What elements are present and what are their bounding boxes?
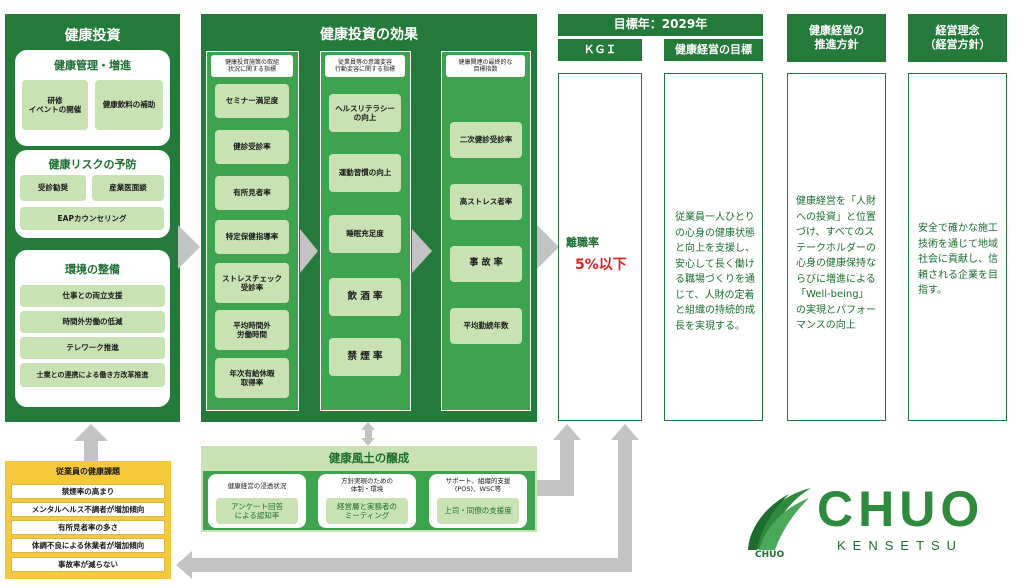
issues-panel: 従業員の健康課題 禁煙率の高まり メンタルヘルス不調者が増加傾向 有所見者率の多… — [5, 461, 171, 579]
risk-card: 健康リスクの予防 受診勧奨 産業医面談 EAPカウンセリング — [15, 150, 170, 238]
effects-col-1: 健康投資施策の取組 状況に関する指標 セミナー満足度 健診受診率 有所見者率 特… — [206, 51, 299, 411]
arrow-right-icon — [412, 229, 432, 273]
environment-item-2: 時間外労働の低減 — [20, 311, 165, 333]
issues-item-1: 禁煙率の高まり — [11, 484, 165, 499]
management-item-training: 研修 イベントの開催 — [22, 80, 88, 130]
effects-col-2: 従業員等の意識変容 行動変容に関する指標 ヘルスリテラシー の向上 運動習慣の向… — [320, 51, 411, 411]
culture-col-3-header: サポート、組織的支援 (POS)、WSC等 — [445, 477, 511, 494]
culture-col-1-header: 健康経営の浸透状況 — [227, 482, 287, 490]
investment-panel: 健康投資 健康管理・増進 研修 イベントの開催 健康飲料の補助 健康リスクの予防… — [5, 14, 180, 422]
culture-col-3: サポート、組織的支援 (POS)、WSC等 上司・同僚の支援度 — [429, 474, 527, 528]
risk-title: 健康リスクの予防 — [48, 158, 137, 171]
culture-col-2-header: 方針実現のための 体制・環境 — [341, 477, 393, 494]
effects-col-1-item-4: 特定保健指導率 — [215, 220, 289, 254]
philosophy-header: 経営理念 （経営方針） — [908, 14, 1007, 62]
logo-sub-text: KENSETSU — [837, 538, 964, 553]
effects-title: 健康投資の効果 — [320, 27, 418, 43]
effects-col-1-item-7: 年次有給休暇 取得率 — [215, 358, 289, 398]
kgi-box: 離職率 5%以下 — [558, 73, 642, 421]
effects-col-1-item-6: 平均時間外 労働時間 — [215, 310, 289, 350]
company-logo: CHUO CHUO KENSETSU — [745, 482, 1015, 578]
effects-col-3-item-3: 事 故 率 — [450, 246, 522, 282]
environment-item-4: 士業との連携による働き方改革推進 — [20, 363, 165, 387]
management-title: 健康管理・増進 — [54, 59, 131, 72]
effects-col-3-item-4: 平均勤続年数 — [450, 308, 522, 344]
risk-item-doctor: 産業医面談 — [92, 175, 164, 201]
environment-card: 環境の整備 仕事との両立支援 時間外労働の低減 テレワーク推進 士業との連携によ… — [15, 250, 170, 407]
effects-col-1-item-3: 有所見者率 — [215, 176, 289, 210]
culture-title: 健康風土の醸成 — [328, 451, 410, 465]
kgi-value: 5%以下 — [575, 257, 627, 273]
policy-text: 健康経営を「人財への投資」と位置づけ、すべてのステークホルダーの心身の健康保持な… — [796, 196, 876, 331]
policy-header: 健康経営の 推進方針 — [787, 14, 886, 62]
culture-col-1: 健康経営の浸透状況 アンケート回答 による認知率 — [208, 474, 306, 528]
kgi-metric: 離職率 — [566, 236, 599, 249]
arrow-right-icon — [300, 229, 318, 273]
issues-item-3: 有所見者率の多さ — [11, 520, 165, 535]
effects-col-3-item-2: 高ストレス者率 — [450, 184, 522, 220]
effects-col-1-item-1: セミナー満足度 — [215, 84, 289, 118]
issues-title: 従業員の健康課題 — [56, 467, 120, 476]
issues-item-4: 体調不良による休業者が増加傾向 — [11, 538, 165, 553]
management-card: 健康管理・増進 研修 イベントの開催 健康飲料の補助 — [15, 50, 170, 146]
effects-col-3-item-1: 二次健診受診率 — [450, 122, 522, 158]
philosophy-text: 安全で確かな施工技術を通じて地域社会に貢献し、信頼される企業を目指す。 — [918, 223, 998, 296]
environment-item-1: 仕事との両立支援 — [20, 285, 165, 307]
logo-leaf-icon — [748, 488, 811, 550]
culture-col-2-item: 経営層と実務者の ミーティング — [326, 498, 408, 524]
effects-col-2-item-5: 禁 煙 率 — [329, 338, 401, 376]
philosophy-box: 安全で確かな施工技術を通じて地域社会に貢献し、信頼される企業を目指す。 — [908, 73, 1007, 421]
effects-col-3: 健康関連の最終的な 目標指数 二次健診受診率 高ストレス者率 事 故 率 平均勤… — [441, 51, 531, 411]
investment-title: 健康投資 — [64, 28, 121, 44]
effects-col-2-item-1: ヘルスリテラシー の向上 — [329, 94, 401, 132]
effects-col-2-item-3: 睡眠充足度 — [329, 215, 401, 253]
effects-col-1-item-2: 健診受診率 — [215, 130, 289, 164]
management-item-drink: 健康飲料の補助 — [95, 80, 163, 130]
effects-col-1-header: 健康投資施策の取組 状況に関する指標 — [211, 55, 293, 77]
environment-item-3: テレワーク推進 — [20, 337, 165, 359]
risk-item-eap: EAPカウンセリング — [20, 207, 164, 230]
goal-box: 従業員一人ひとりの心身の健康状態と向上を支援し、安心して長く働ける職場づくりを通… — [664, 73, 763, 421]
issues-item-5: 事故率が減らない — [11, 557, 165, 572]
culture-col-3-item: 上司・同僚の支援度 — [437, 498, 519, 524]
culture-col-1-item: アンケート回答 による認知率 — [216, 498, 298, 524]
effects-col-2-item-2: 運動習慣の向上 — [329, 154, 401, 192]
arrow-right-icon — [178, 225, 200, 269]
culture-col-2: 方針実現のための 体制・環境 経営層と実務者の ミーティング — [318, 474, 416, 528]
effects-col-1-item-5: ストレスチェック 受診率 — [215, 263, 289, 303]
environment-title: 環境の整備 — [65, 263, 120, 276]
issues-item-2: メンタルヘルス不調者が増加傾向 — [11, 502, 165, 517]
goal-text: 従業員一人ひとりの心身の健康状態と向上を支援し、安心して長く働ける職場づくりを通… — [675, 212, 755, 332]
effects-col-3-header: 健康関連の最終的な 目標指数 — [446, 55, 525, 77]
effects-col-2-item-4: 飲 酒 率 — [329, 278, 401, 316]
risk-item-checkup: 受診勧奨 — [20, 175, 86, 201]
logo-mark-text: CHUO — [755, 550, 785, 560]
culture-panel: 健康風土の醸成 健康経営の浸透状況 アンケート回答 による認知率 方針実現のため… — [201, 446, 537, 532]
arrow-right-icon — [537, 225, 559, 269]
effects-col-2-header: 従業員等の意識変容 行動変容に関する指標 — [325, 55, 405, 77]
policy-box: 健康経営を「人財への投資」と位置づけ、すべてのステークホルダーの心身の健康保持な… — [787, 73, 886, 421]
logo-main-text: CHUO — [817, 481, 985, 537]
goal-header: 健康経営の目標 — [664, 39, 763, 61]
target-year-header: 目標年：2029年 — [558, 14, 763, 36]
effects-panel: 健康投資の効果 健康投資施策の取組 状況に関する指標 セミナー満足度 健診受診率… — [201, 14, 537, 422]
kgi-header: ＫＧＩ — [558, 39, 642, 61]
